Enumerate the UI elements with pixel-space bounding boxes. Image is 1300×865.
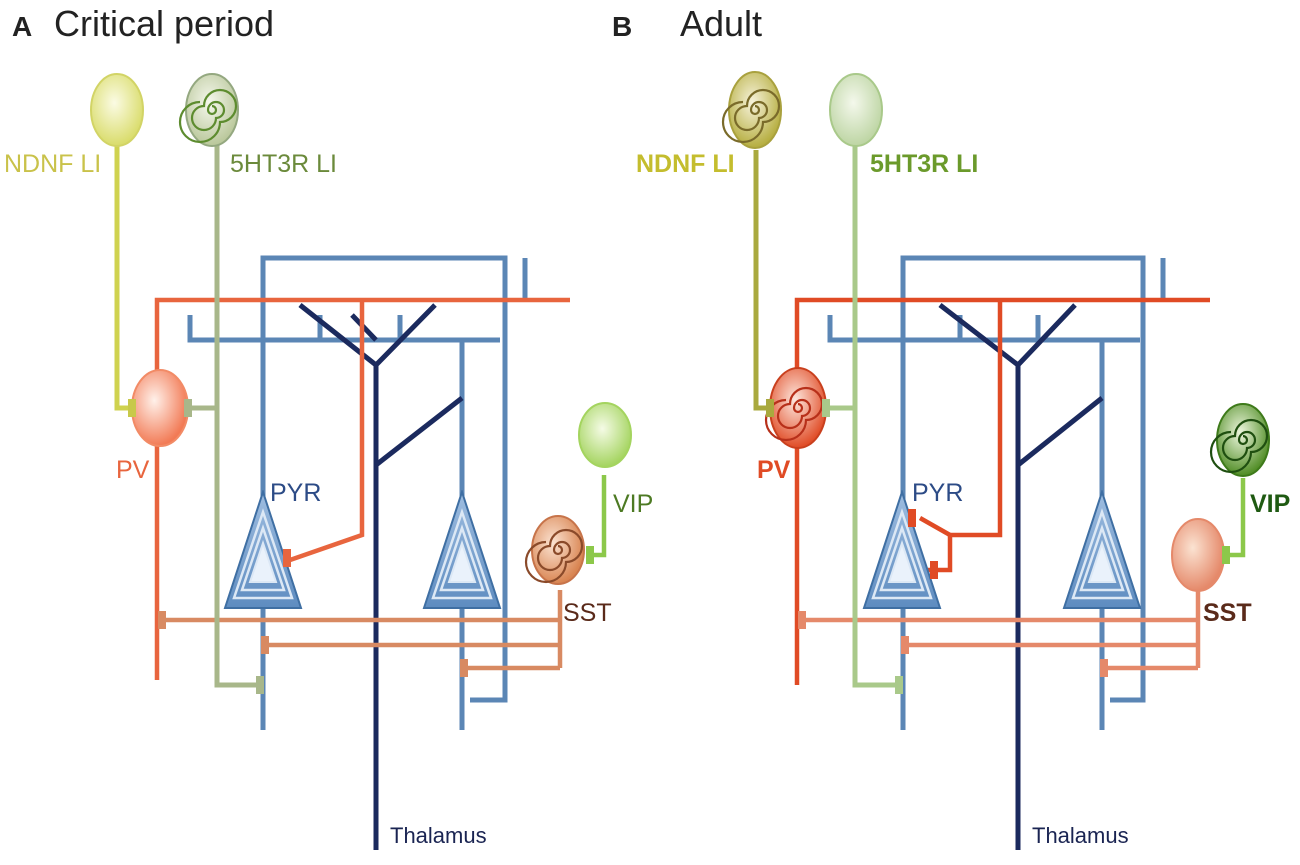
htr-axon-b [852, 145, 895, 688]
pv-label-a: PV [116, 456, 150, 484]
htr-axon-a [214, 145, 258, 688]
pyramidal-circuit-b [827, 255, 1166, 730]
thalamus-label-b: Thalamus [1032, 823, 1129, 848]
pv-axon-a [154, 297, 570, 680]
sst-label-b: SST [1203, 599, 1252, 627]
vip-cell-b [1209, 403, 1270, 477]
sst-cell-a [524, 515, 585, 585]
pyr-label-a: PYR [270, 479, 321, 507]
thalamic-axon-b [938, 303, 1104, 850]
htr-label-a: 5HT3R LI [230, 150, 337, 178]
panel-a: A Critical period [4, 3, 653, 850]
htr-cell-b [829, 73, 883, 147]
sst-axon-a [160, 590, 563, 671]
pyramidal-cell-b-right [1062, 490, 1142, 610]
vip-axon-b [1225, 478, 1246, 558]
ndnf-axon-a [114, 145, 130, 411]
synapses-b [766, 399, 1230, 694]
pv-cell-a [131, 369, 189, 447]
vip-label-a: VIP [613, 490, 653, 518]
vip-label-b: VIP [1250, 490, 1290, 518]
ndnf-label-b: NDNF LI [636, 150, 735, 178]
sst-axon-b [800, 590, 1201, 671]
pv-label-b: PV [757, 456, 791, 484]
pv-axon-b [794, 297, 1210, 685]
sst-label-a: SST [563, 599, 612, 627]
pyr-label-b: PYR [912, 479, 963, 507]
pyramidal-cell-b-left [862, 490, 942, 610]
pyramidal-circuit-a [187, 255, 528, 730]
ndnf-cell-a [90, 73, 144, 147]
pyramidal-cell-a-right [422, 490, 502, 610]
ndnf-cell-b [721, 71, 782, 149]
pv-cell-b [764, 367, 827, 449]
htr-label-b: 5HT3R LI [870, 150, 978, 178]
panel-b-letter: B [612, 11, 632, 42]
thalamus-label-a: Thalamus [390, 823, 487, 848]
panel-b-title: Adult [680, 3, 762, 44]
ndnf-axon-b [753, 150, 770, 411]
panel-b: B Adult [612, 3, 1290, 850]
synapses-a [128, 399, 594, 694]
sst-cell-b [1171, 518, 1225, 592]
vip-cell-a [578, 402, 632, 468]
ndnf-label-a: NDNF LI [4, 150, 101, 178]
htr-cell-a [178, 73, 239, 147]
vip-axon-a [588, 475, 607, 558]
panel-a-letter: A [12, 11, 32, 42]
panel-a-title: Critical period [54, 3, 274, 44]
